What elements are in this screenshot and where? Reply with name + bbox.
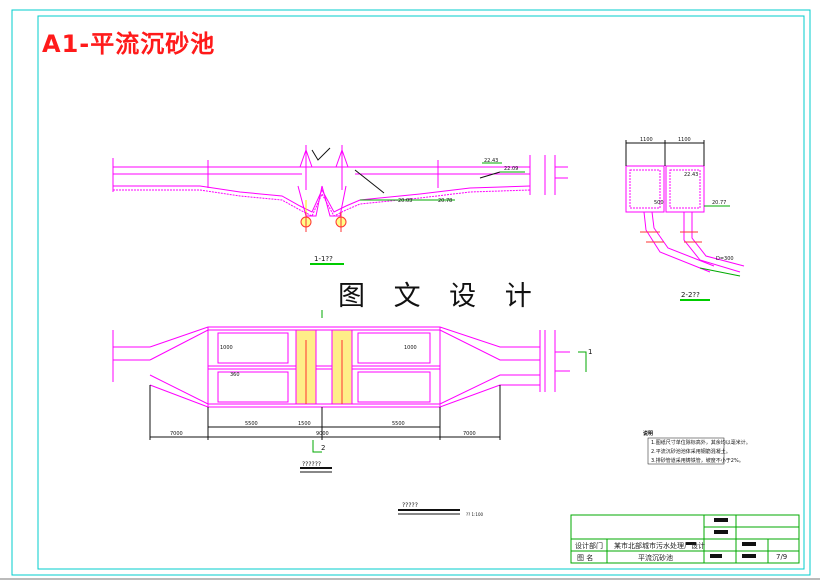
notes-box (647, 437, 725, 465)
notes-item: 3.排砂管道采用铸铁管，坡度不小于2%。 (651, 458, 744, 464)
tb-dept-label: 设计部门 (575, 542, 603, 550)
dim-plan-v3: 360 (230, 372, 240, 378)
tb-project-name: 某市北部城市污水处理厂设计 (614, 542, 705, 550)
watermark-text: 图 文 设 计 (338, 281, 542, 312)
sec2-width-2: 1100 (678, 137, 691, 143)
tb-drawing-label: 图 名 (577, 554, 594, 562)
dim-plan-mid-left: 5500 (245, 421, 258, 427)
dim-plan-pocket: 1500 (298, 421, 311, 427)
section-2-2 (625, 140, 745, 301)
sheet-outer-border (11, 9, 811, 576)
sheet-title: A1-平流沉砂池 (42, 30, 216, 58)
sec2-elev-3: 20.77 (712, 200, 727, 206)
sec2-elevation: 22.43 (684, 172, 699, 178)
scale-note: ?? 1:100 (466, 512, 484, 517)
sec2-pipe: D=300 (716, 256, 734, 262)
elev-4: 20.78 (438, 198, 453, 204)
notes-heading: 说明 (643, 431, 654, 437)
elev-1: 22.43 (484, 158, 499, 164)
scale-label: ????? (402, 502, 418, 509)
elev-2: 22.09 (504, 166, 519, 172)
notes-item: 1.图纸尺寸单位除标高外，其余均以毫米计。 (651, 440, 751, 446)
section-mark-2: 2 (321, 444, 326, 452)
dim-plan-mid-right: 5500 (392, 421, 405, 427)
design-notes: 说明 1.图纸尺寸单位除标高外，其余均以毫米计。 2.平流沉砂池池体采用钢筋混凝… (643, 430, 751, 466)
dim-plan-left: 7000 (170, 431, 183, 437)
notes-item: 2.平流沉砂池池体采用钢筋混凝土。 (651, 449, 731, 455)
sheet-inner-border (37, 15, 805, 570)
title-block (570, 514, 800, 564)
section-mark-1: 1 (588, 348, 593, 356)
title-block-stamps (686, 518, 756, 558)
dim-plan-right: 7000 (463, 431, 476, 437)
section-1-1 (112, 145, 568, 265)
sec2-elev-2: 500 (654, 200, 664, 206)
dim-plan-v2: 1000 (404, 345, 417, 351)
tb-sheet-no: 7/9 (776, 553, 788, 561)
dim-plan-v1: 1000 (220, 345, 233, 351)
section-1-label: 1-1?? (314, 255, 333, 263)
sec2-width-1: 1100 (640, 137, 653, 143)
plan-label: ?????? (302, 461, 322, 468)
elev-3: 20.03 (398, 198, 413, 204)
dim-plan-total: 9000 (316, 431, 329, 437)
section-2-label: 2-2?? (681, 291, 700, 299)
plan-view (112, 310, 587, 515)
tb-drawing-name: 平流沉砂池 (638, 554, 673, 562)
